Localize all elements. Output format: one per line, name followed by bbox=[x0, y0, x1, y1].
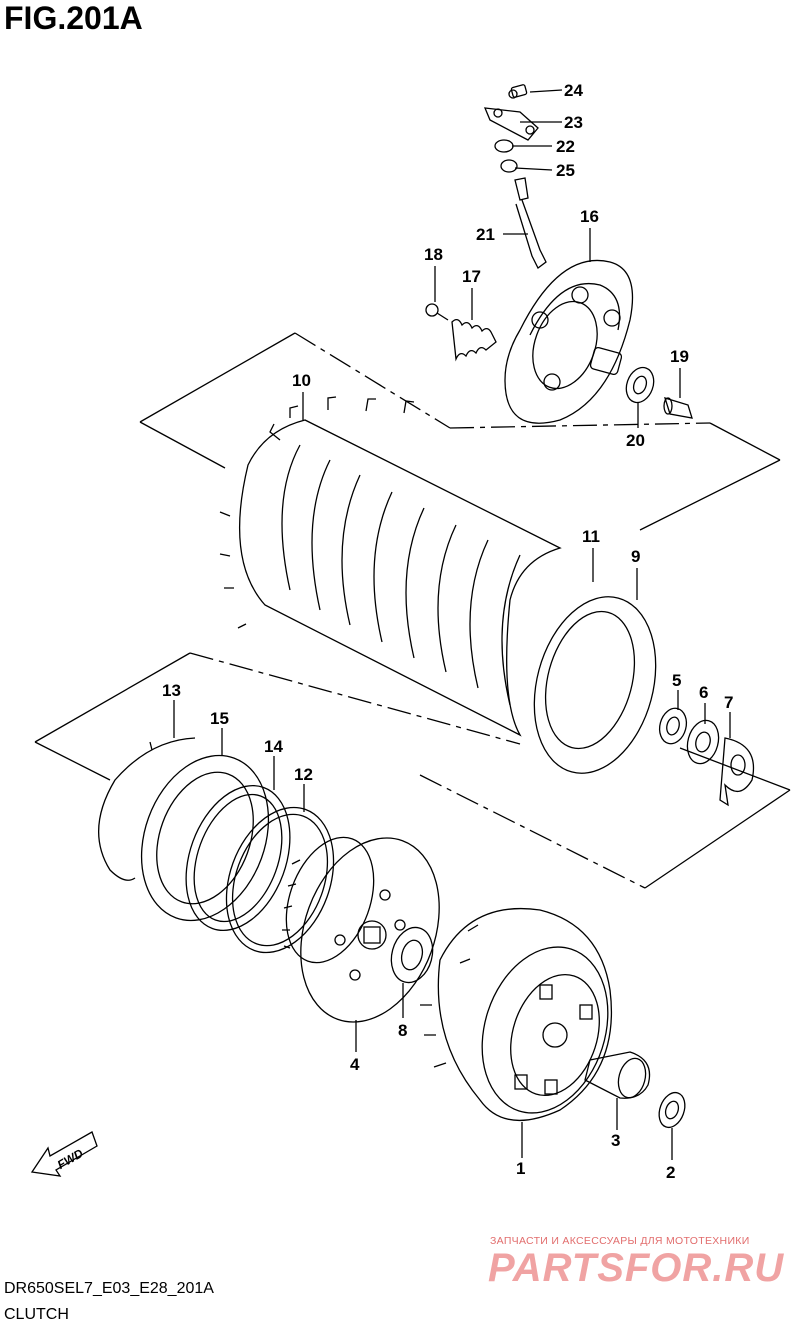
callout-1: 1 bbox=[516, 1159, 525, 1178]
spacer bbox=[584, 1051, 651, 1099]
callout-15: 15 bbox=[210, 709, 229, 728]
wire-ring bbox=[97, 737, 196, 881]
clutch-plate-stack bbox=[219, 396, 562, 737]
callout-4: 4 bbox=[350, 1055, 360, 1074]
callout-7: 7 bbox=[724, 693, 733, 712]
thrust-washer bbox=[390, 926, 434, 984]
clutch-sleeve-hub bbox=[282, 836, 440, 1023]
pressure-plate bbox=[504, 259, 634, 424]
callout-2: 2 bbox=[666, 1163, 675, 1182]
callout-5: 5 bbox=[672, 671, 681, 690]
bearing-and-pushrod bbox=[625, 366, 693, 419]
callout-10: 10 bbox=[292, 371, 311, 390]
leader-lines bbox=[173, 89, 731, 1160]
callout-14: 14 bbox=[264, 737, 283, 756]
watermark-logo: PARTSFOR.RU bbox=[488, 1246, 785, 1290]
callout-12: 12 bbox=[294, 765, 313, 784]
callout-13: 13 bbox=[162, 681, 181, 700]
upper-assembly-box bbox=[139, 332, 781, 531]
spring-seat-ring bbox=[533, 596, 657, 774]
callout-20: 20 bbox=[626, 431, 645, 450]
clutch-housing bbox=[420, 907, 613, 1122]
lower-assembly-box bbox=[34, 652, 791, 889]
callout-16: 16 bbox=[580, 207, 599, 226]
callout-11: 11 bbox=[582, 527, 600, 546]
callout-22: 22 bbox=[556, 137, 575, 156]
callout-25: 25 bbox=[556, 161, 575, 180]
callout-17: 17 bbox=[462, 267, 481, 286]
callout-19: 19 bbox=[670, 347, 689, 366]
callout-labels: 24 23 22 25 21 16 18 17 19 20 10 11 9 5 … bbox=[162, 81, 733, 1182]
section-name: CLUTCH bbox=[4, 1306, 69, 1323]
damper-plates bbox=[140, 754, 335, 954]
callout-23: 23 bbox=[564, 113, 583, 132]
release-arm-hardware bbox=[483, 84, 547, 269]
small-washer bbox=[658, 1091, 686, 1129]
callout-18: 18 bbox=[424, 245, 443, 264]
callout-3: 3 bbox=[611, 1131, 620, 1150]
callout-6: 6 bbox=[699, 683, 708, 702]
model-code: DR650SEL7_E03_E28_201A bbox=[4, 1280, 214, 1297]
spring-and-bolt bbox=[425, 303, 497, 362]
figure-title: FIG.201A bbox=[4, 0, 143, 36]
callout-21: 21 bbox=[476, 225, 495, 244]
callout-24: 24 bbox=[564, 81, 583, 100]
watermark-tagline: ЗАПЧАСТИ И АКСЕССУАРЫ ДЛЯ МОТОТЕХНИКИ bbox=[490, 1235, 750, 1247]
callout-8: 8 bbox=[398, 1021, 407, 1040]
callout-9: 9 bbox=[631, 547, 640, 566]
fwd-arrow bbox=[30, 1131, 98, 1177]
